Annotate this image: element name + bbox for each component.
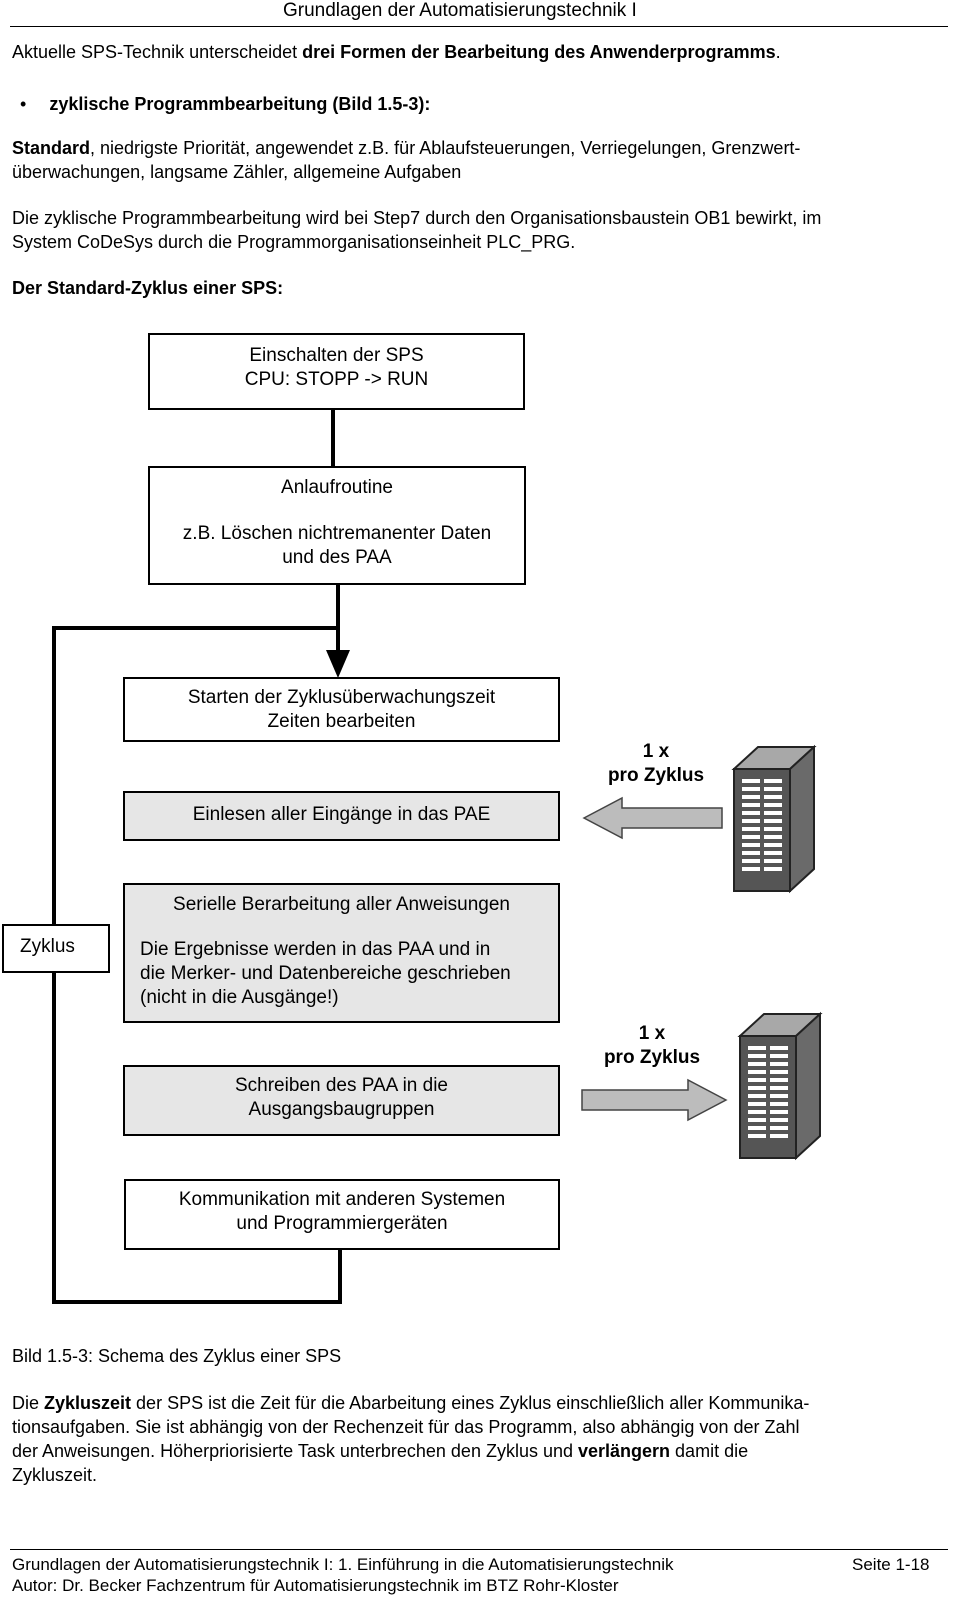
standard-paragraph: Standard, niedrigste Priorität, angewend… xyxy=(12,136,942,184)
box-anlaufroutine: Anlaufroutine z.B. Löschen nichtremanent… xyxy=(148,466,526,585)
ob1-paragraph: Die zyklische Programmbearbeitung wird b… xyxy=(12,206,942,254)
footer-page-number: Seite 1-18 xyxy=(852,1555,930,1574)
figure-caption: Bild 1.5-3: Schema des Zyklus einer SPS xyxy=(12,1346,342,1366)
section-heading: Der Standard-Zyklus einer SPS: xyxy=(12,278,284,298)
intro-paragraph: Aktuelle SPS-Technik unterscheidet drei … xyxy=(12,40,942,64)
zykluszeit-paragraph: Die Zykluszeit der SPS ist die Zeit für … xyxy=(12,1391,942,1487)
standard-text: , niedrigste Priorität, angewendet z.B. … xyxy=(90,138,801,158)
connector-kommunikation-loop xyxy=(338,1250,342,1304)
box-anlauf-line1: Anlaufroutine xyxy=(281,477,393,498)
zykluszeit-bold: Zykluszeit xyxy=(44,1393,132,1413)
footer-divider xyxy=(10,1549,948,1550)
box-anlauf-line3: und des PAA xyxy=(282,547,392,568)
box-schreiben-line2: Ausgangsbaugruppen xyxy=(248,1099,435,1120)
box-einlesen-line1: Einlesen aller Eingänge in das PAE xyxy=(192,804,491,825)
zykluszeit-line4: Zykluszeit. xyxy=(12,1465,98,1485)
header-divider xyxy=(10,26,948,27)
io-label-input-line2: pro Zyklus xyxy=(607,765,705,786)
box-anlauf-line2: z.B. Löschen nichtremanenter Daten xyxy=(182,523,492,544)
io-label-input-line1: 1 x xyxy=(642,741,670,762)
box-seriell: Serielle Berarbeitung aller Anweisungen … xyxy=(123,883,560,1023)
bullet-text: zyklische Programmbearbeitung (Bild 1.5-… xyxy=(49,94,431,114)
footer-left-line1: Grundlagen der Automatisierungstechnik I… xyxy=(12,1555,674,1574)
box-einschalten-line1: Einschalten der SPS xyxy=(249,345,424,366)
box-einschalten: Einschalten der SPS CPU: STOPP -> RUN xyxy=(148,333,525,410)
box-schreiben-line1: Schreiben des PAA in die xyxy=(234,1075,448,1096)
loop-top-line xyxy=(52,626,338,630)
arrow-right-icon xyxy=(581,1078,728,1122)
zyklus-label: Zyklus xyxy=(20,936,75,957)
box-ueberwachung-line2: Zeiten bearbeiten xyxy=(267,711,416,732)
zykluszeit-p2: der SPS ist die Zeit für die Abarbeitung… xyxy=(131,1393,810,1413)
box-schreiben: Schreiben des PAA in die Ausgangsbaugrup… xyxy=(123,1065,560,1136)
box-seriell-line4: (nicht in die Ausgänge!) xyxy=(140,987,339,1008)
ob1-line2: System CoDeSys durch die Programmorganis… xyxy=(12,232,576,252)
box-seriell-line2: Die Ergebnisse werden in das PAA und in xyxy=(140,939,491,960)
box-zyklusueberwachung: Starten der Zyklusüberwachungszeit Zeite… xyxy=(123,677,560,742)
box-ueberwachung-line1: Starten der Zyklusüberwachungszeit xyxy=(187,687,496,708)
intro-text-bold: drei Formen der Bearbeitung des Anwender… xyxy=(302,42,776,62)
plc-module-icon xyxy=(737,1011,823,1161)
page-header-title: Grundlagen der Automatisierungstechnik I xyxy=(283,0,637,21)
bullet-symbol: • xyxy=(20,94,27,114)
ob1-line1: Die zyklische Programmbearbeitung wird b… xyxy=(12,208,822,228)
intro-text-start: Aktuelle SPS-Technik unterscheidet xyxy=(12,42,303,62)
zykluszeit-line3b: damit die xyxy=(670,1441,749,1461)
box-kommunikation: Kommunikation mit anderen Systemen und P… xyxy=(124,1179,560,1250)
connector-anlauf-cycle xyxy=(336,585,340,655)
box-zyklus-label: Zyklus xyxy=(2,924,110,973)
zykluszeit-line3-bold: verlängern xyxy=(578,1441,671,1461)
arrow-down-icon xyxy=(326,650,350,678)
io-label-output-line1: 1 x xyxy=(638,1023,666,1044)
plc-module-icon xyxy=(731,744,817,894)
box-seriell-line1: Serielle Berarbeitung aller Anweisungen xyxy=(173,894,510,915)
io-label-output-line2: pro Zyklus xyxy=(603,1047,701,1068)
footer-left-line2: Autor: Dr. Becker Fachzentrum für Automa… xyxy=(12,1576,619,1595)
loop-bottom-line xyxy=(52,1300,342,1304)
intro-text-end: . xyxy=(775,42,781,62)
bullet-item: • zyklische Programmbearbeitung (Bild 1.… xyxy=(20,94,430,115)
arrow-left-icon xyxy=(582,796,723,840)
standard-bold: Standard xyxy=(12,138,91,158)
connector-start-anlauf xyxy=(331,410,335,470)
box-kommunikation-line1: Kommunikation mit anderen Systemen xyxy=(178,1189,506,1210)
io-label-output: 1 x pro Zyklus xyxy=(590,1022,714,1070)
box-einlesen: Einlesen aller Eingänge in das PAE xyxy=(123,791,560,841)
zykluszeit-p1: Die xyxy=(12,1393,45,1413)
io-label-input: 1 x pro Zyklus xyxy=(594,740,718,788)
box-einschalten-line2: CPU: STOPP -> RUN xyxy=(244,369,429,390)
box-seriell-line3: die Merker- und Datenbereiche geschriebe… xyxy=(140,963,511,984)
zykluszeit-line2: tionsaufgaben. Sie ist abhängig von der … xyxy=(12,1417,800,1437)
zykluszeit-line3a: der Anweisungen. Höherpriorisierte Task … xyxy=(12,1441,578,1461)
box-kommunikation-line2: und Programmiergeräten xyxy=(236,1213,448,1234)
standard-text-line2: überwachungen, langsame Zähler, allgemei… xyxy=(12,162,462,182)
